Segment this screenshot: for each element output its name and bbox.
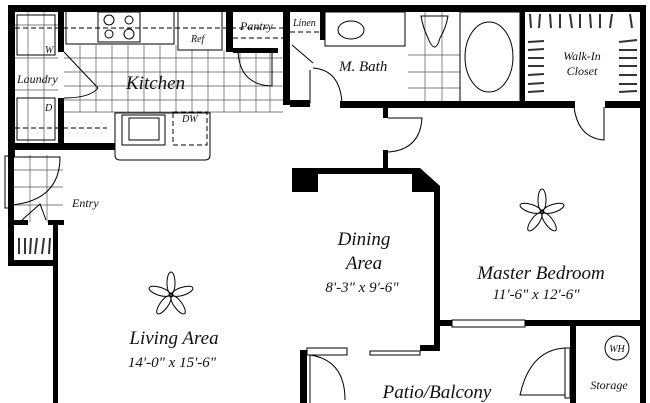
storage-label: Storage	[590, 378, 628, 392]
dishwasher	[172, 111, 208, 146]
bath-sink	[337, 20, 365, 40]
laundry-door	[63, 51, 99, 99]
fixtures	[4, 10, 638, 403]
ceiling-fan-icon	[148, 271, 194, 315]
bathtub	[464, 21, 514, 93]
kitchen-counter	[114, 112, 211, 161]
dining-label-line1: Dining	[337, 229, 391, 250]
washer-label: W	[45, 45, 55, 56]
room-labels: Kitchen Laundry W D Ref DW Pantry Linen …	[16, 18, 628, 403]
patio-door	[309, 354, 346, 403]
master-bedroom-label: Master Bedroom	[476, 263, 605, 284]
dining-sliding-door[interactable]	[369, 350, 421, 356]
water-heater-label: WH	[609, 344, 625, 355]
living-area-dimensions: 14'-0" x 15'-6"	[128, 355, 217, 371]
pantry-label: Pantry	[239, 19, 273, 33]
toilet	[420, 15, 449, 48]
closet-label-line2: Closet	[567, 64, 598, 78]
closet-label-line1: Walk-In	[563, 49, 601, 63]
closet-door	[573, 106, 605, 141]
living-area-label: Living Area	[128, 328, 218, 349]
refrigerator	[177, 10, 223, 51]
dryer	[16, 97, 56, 141]
washer	[16, 14, 56, 56]
kitchen-tile-floor	[12, 10, 460, 222]
entry-closet-door	[21, 203, 47, 221]
ceiling-fan-icon	[519, 188, 565, 232]
master-bath-label: M. Bath	[338, 59, 387, 75]
ref-label: Ref	[190, 34, 206, 45]
patio-label: Patio/Balcony	[382, 382, 492, 403]
pantry-door	[237, 51, 273, 87]
water-heater	[604, 335, 630, 361]
closet-hangers	[18, 13, 638, 255]
dining-dimensions: 8'-3" x 9'-6"	[325, 280, 399, 296]
linen-label: Linen	[292, 18, 316, 29]
kitchen-label: Kitchen	[125, 73, 185, 94]
stove	[97, 11, 141, 43]
sink	[121, 114, 166, 146]
bath-door	[291, 44, 343, 104]
bedroom-door	[387, 117, 423, 153]
storage-door	[519, 347, 566, 396]
walls	[8, 5, 646, 403]
laundry-label: Laundry	[16, 72, 58, 86]
entry-label: Entry	[71, 196, 99, 210]
dining-label-line2: Area	[344, 253, 382, 274]
dryer-label: D	[44, 103, 53, 114]
bedroom-sliding-door[interactable]	[451, 319, 526, 328]
front-door[interactable]	[4, 155, 13, 209]
master-bedroom-dimensions: 11'-6" x 12'-6"	[492, 287, 580, 303]
dw-label: DW	[181, 114, 199, 125]
